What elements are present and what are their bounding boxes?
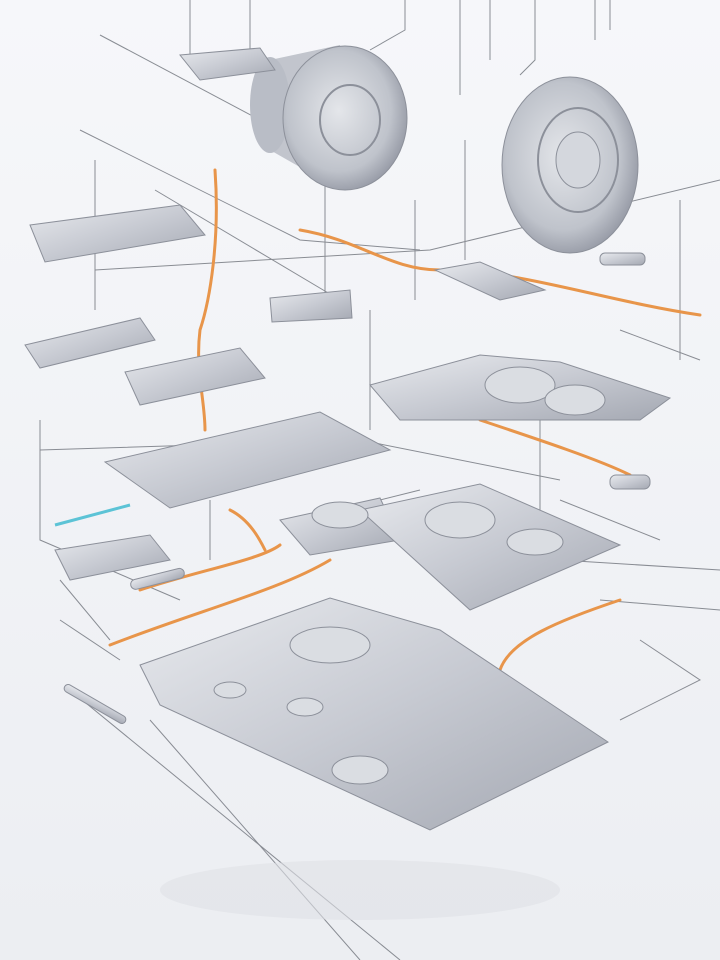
round-disc: [501, 76, 639, 254]
cyan-cable: [54, 503, 131, 527]
holes: [213, 366, 606, 785]
cylinder-motor: [250, 45, 408, 191]
tray-shadow: [160, 860, 560, 920]
